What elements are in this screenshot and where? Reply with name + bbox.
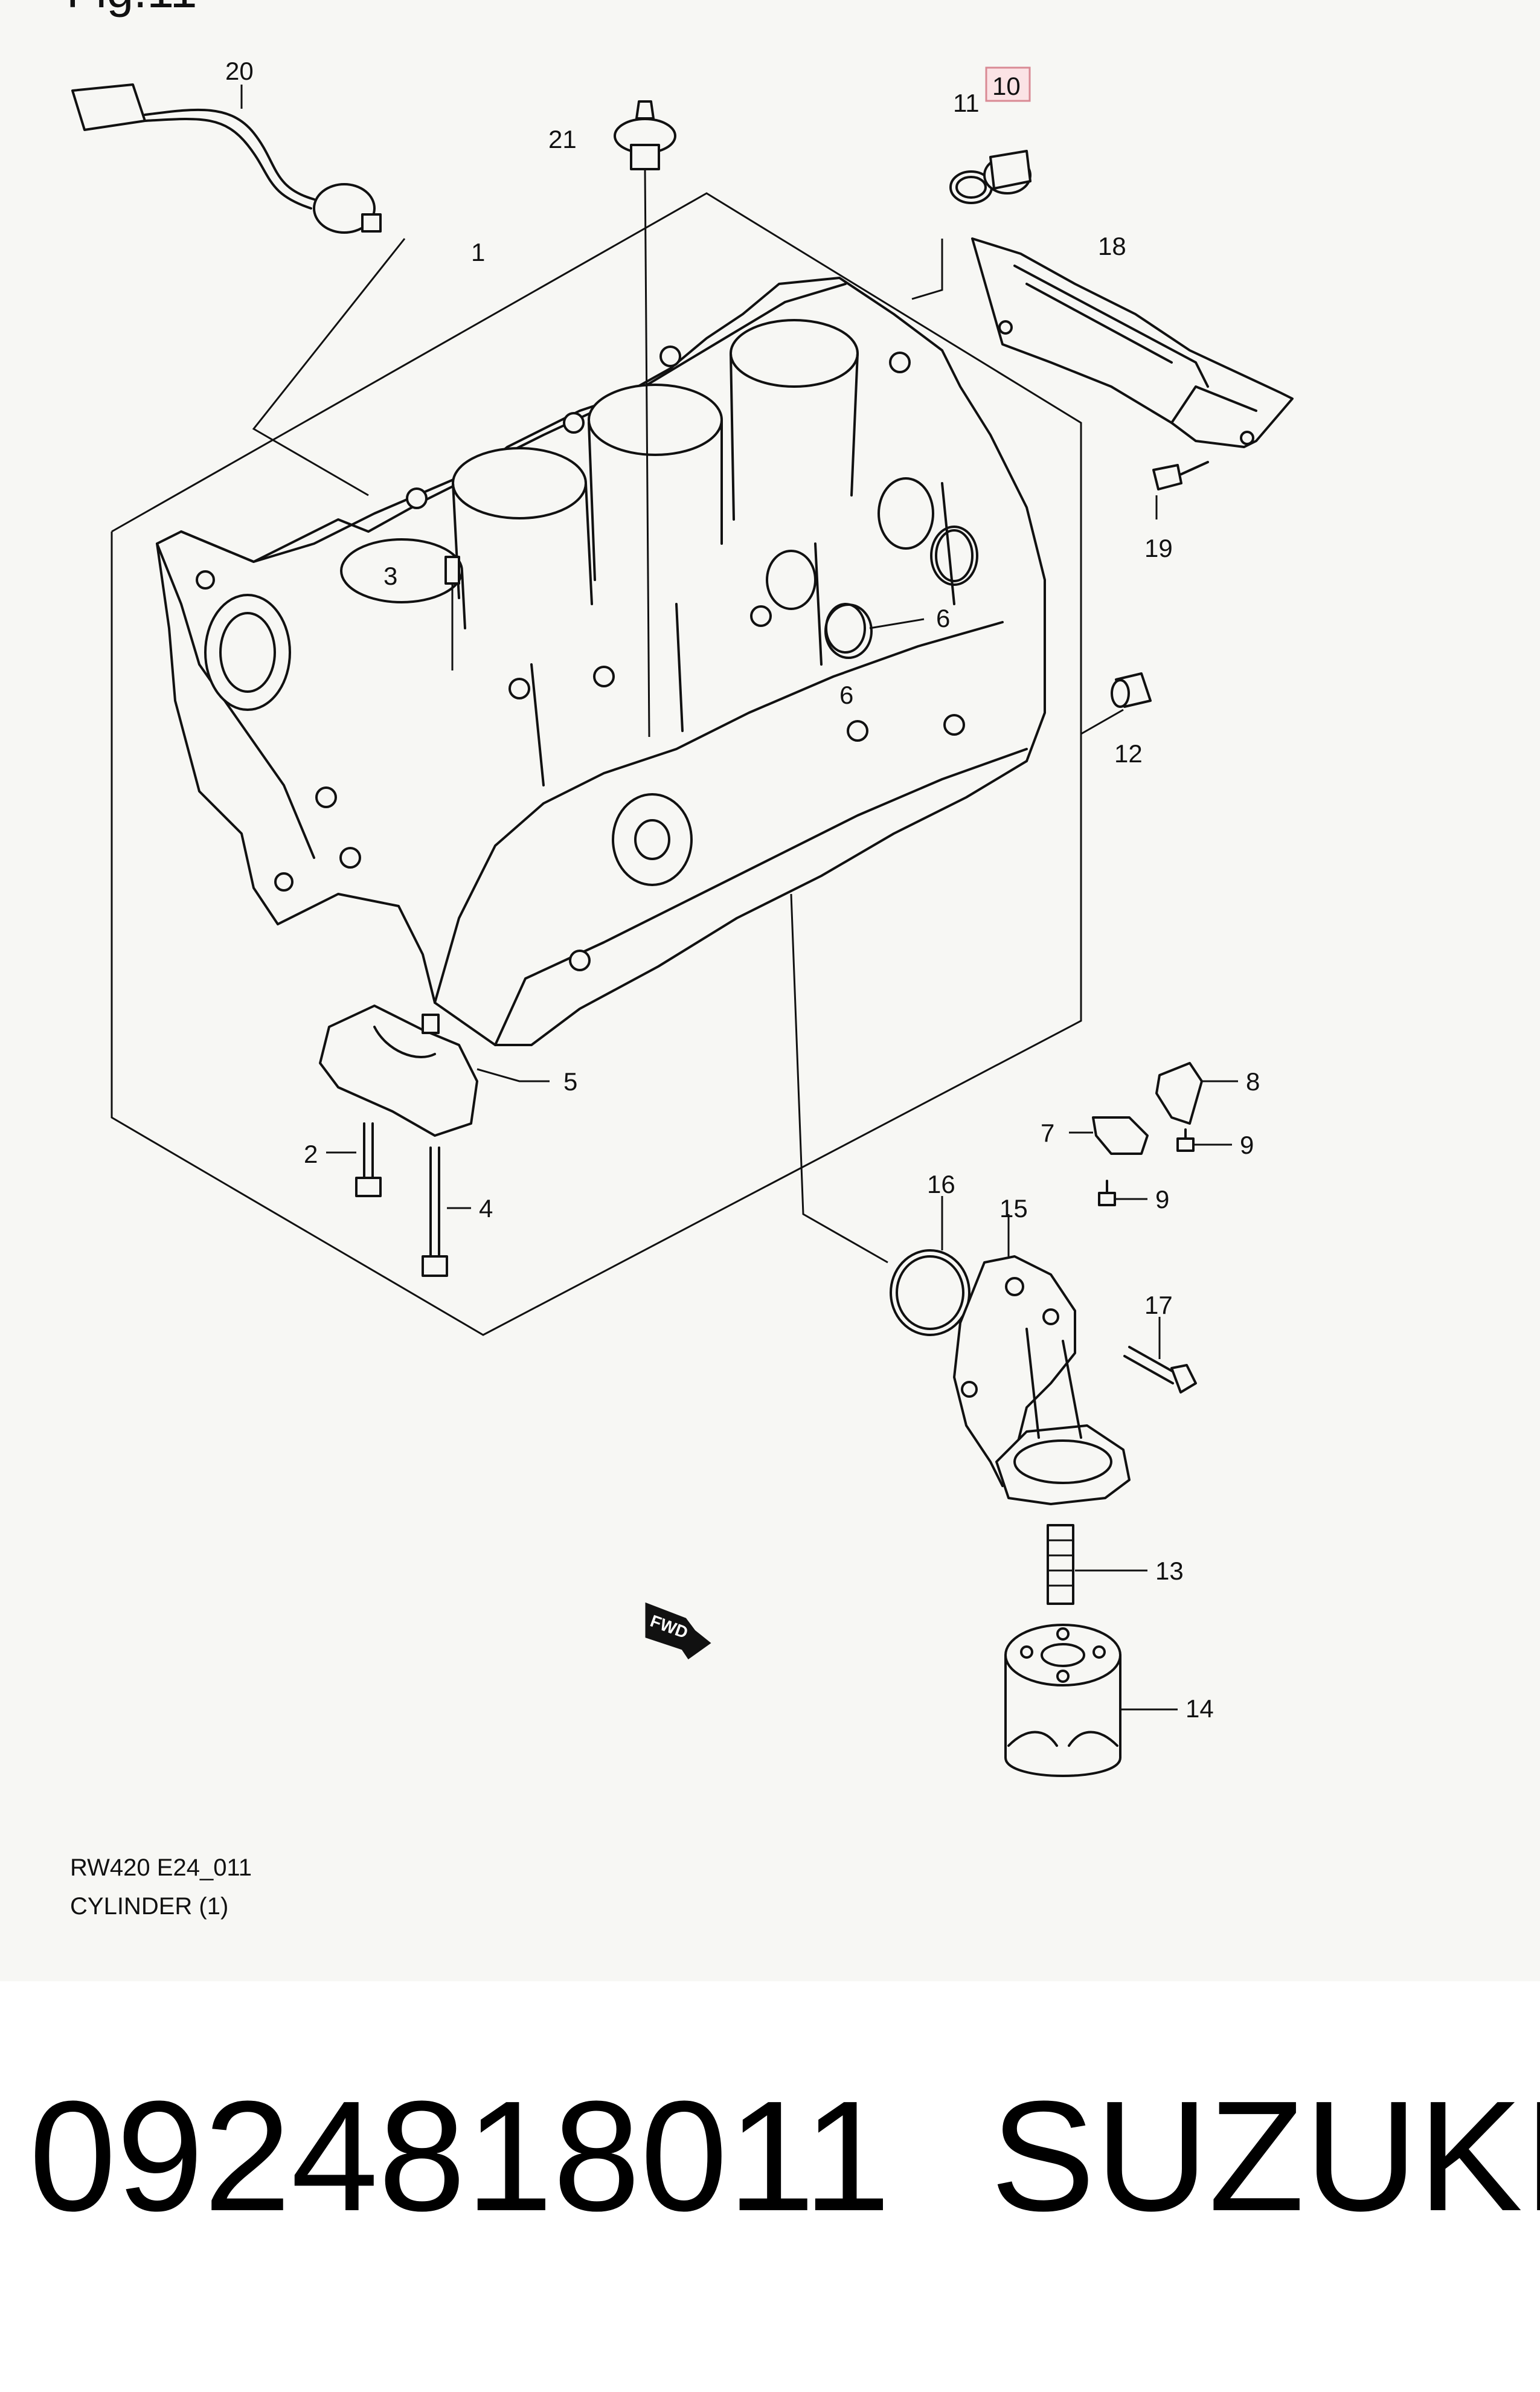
callout-13[interactable]: 13 [1155, 1557, 1184, 1585]
figure-caption: RW420 E24_011 CYLINDER (1) [70, 1848, 252, 1926]
part-2-bolt[interactable] [326, 1122, 382, 1197]
callout-11[interactable]: 11 [953, 89, 980, 117]
callout-12[interactable]: 12 [1114, 739, 1143, 768]
part-3-stud[interactable] [444, 556, 460, 670]
part-20-knock-sensor[interactable] [71, 83, 406, 497]
part-number-text: 0924818011 [29, 2069, 891, 2244]
callout-18[interactable]: 18 [1098, 232, 1126, 260]
callout-6b[interactable]: 6 [839, 681, 853, 709]
part-9-bolt-a[interactable] [1176, 1128, 1232, 1152]
callout-1[interactable]: 1 [471, 238, 485, 266]
part-6-ring-a[interactable] [930, 526, 978, 586]
part-4-long-bolt[interactable] [422, 1146, 471, 1277]
part-8-bracket[interactable] [1155, 1062, 1238, 1125]
callout-14[interactable]: 14 [1185, 1694, 1214, 1723]
highlight-part-10 [985, 66, 1031, 102]
part-15-oil-filter-adapter[interactable] [953, 1214, 1131, 1505]
callout-16[interactable]: 16 [927, 1170, 955, 1198]
exploded-parts-diagram: Fig.11 [66, 0, 1294, 1777]
figure-label: Fig.11 [66, 0, 197, 18]
part-6-ring-b[interactable] [824, 603, 873, 659]
callout-5[interactable]: 5 [563, 1067, 577, 1096]
block-boundary-frame [111, 192, 1082, 1336]
part-17-bolt[interactable] [1123, 1317, 1197, 1394]
part-9-bolt-b[interactable] [1098, 1180, 1147, 1206]
caption-title: CYLINDER (1) [70, 1893, 229, 1920]
fwd-direction-marker: FWD [645, 1602, 711, 1660]
part-14-oil-filter[interactable] [1004, 1624, 1178, 1777]
callout-7[interactable]: 7 [1041, 1119, 1054, 1147]
part-12-dowel[interactable] [1080, 672, 1152, 735]
leader-6a [869, 618, 925, 629]
part-7-bracket[interactable] [1069, 1116, 1149, 1155]
caption-code: RW420 E24_011 [70, 1854, 252, 1881]
part-16-o-ring[interactable] [890, 1196, 971, 1336]
callout-9a[interactable]: 9 [1240, 1131, 1254, 1159]
callout-2[interactable]: 2 [304, 1140, 318, 1168]
callout-20[interactable]: 20 [225, 57, 254, 85]
callout-6a[interactable]: 6 [936, 604, 950, 632]
leader-10-11 [911, 239, 943, 300]
part-18-cover-plate[interactable] [971, 237, 1294, 448]
leader-block-to-adapter [790, 893, 888, 1264]
part-21-oil-pressure-switch[interactable] [614, 100, 676, 738]
callout-4[interactable]: 4 [479, 1194, 493, 1223]
part-5-bearing-cap[interactable] [319, 1005, 550, 1137]
callout-3[interactable]: 3 [383, 562, 397, 590]
callout-8[interactable]: 8 [1246, 1067, 1260, 1096]
part-19-bolt[interactable] [1152, 461, 1209, 519]
callout-9b[interactable]: 9 [1155, 1185, 1169, 1214]
callout-15[interactable]: 15 [999, 1194, 1028, 1223]
cylinder-block[interactable] [156, 277, 1046, 1046]
callout-10[interactable]: 10 [992, 72, 1021, 100]
part-10-plug[interactable] [983, 150, 1031, 195]
part-banner [0, 1981, 1540, 2392]
callout-19[interactable]: 19 [1144, 534, 1173, 562]
brand-name-text: SUZUKI [990, 2069, 1540, 2244]
part-13-threaded-union[interactable] [1047, 1524, 1147, 1605]
callout-17[interactable]: 17 [1144, 1291, 1173, 1319]
callout-21[interactable]: 21 [548, 125, 577, 153]
